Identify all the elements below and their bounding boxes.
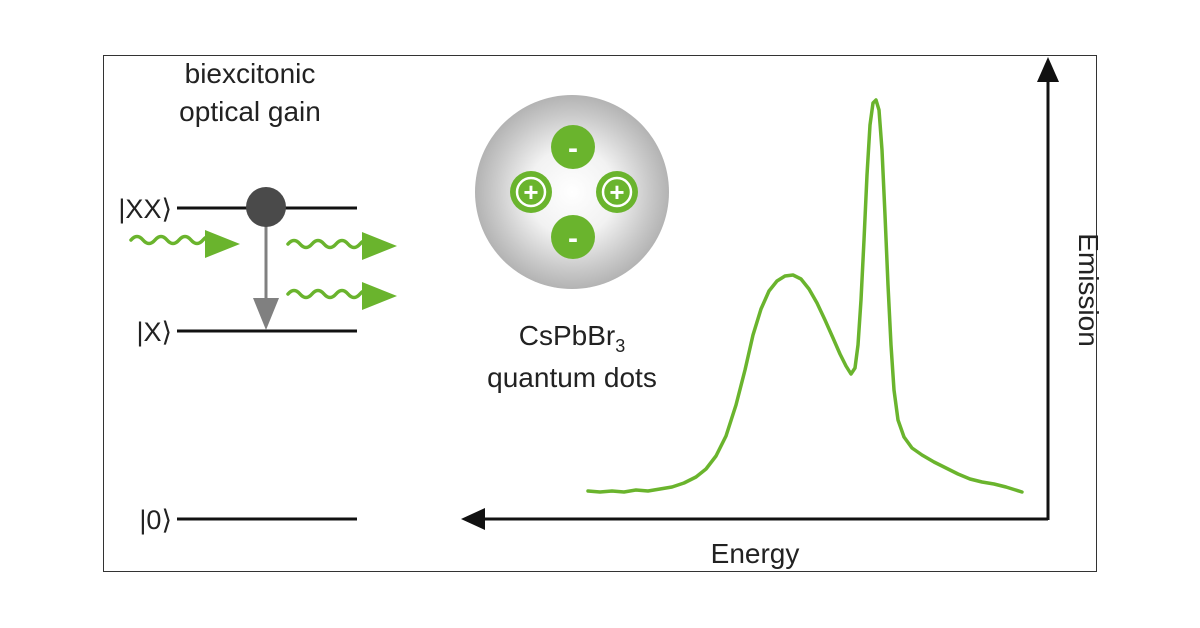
y-axis-arrowhead-icon xyxy=(1037,57,1059,82)
title-line-1: biexcitonic xyxy=(185,58,316,89)
charge-left-icon: + xyxy=(510,171,552,213)
level-xx-label: |XX⟩ xyxy=(118,194,172,224)
svg-text:-: - xyxy=(568,132,578,165)
level-x-label: |X⟩ xyxy=(136,317,172,347)
svg-text:+: + xyxy=(523,177,538,207)
incoming-photon-icon xyxy=(129,230,240,258)
dot-label-formula: CsPbBr xyxy=(519,320,615,351)
emitted-photon-1-icon xyxy=(286,232,397,260)
emitted-photon-2-icon xyxy=(286,282,397,310)
title-line-2: optical gain xyxy=(179,96,321,127)
level-zero-label: |0⟩ xyxy=(139,505,172,535)
transition-arrow-icon xyxy=(253,225,279,330)
y-axis xyxy=(1037,57,1059,520)
x-axis-label: Energy xyxy=(711,538,800,569)
charge-bottom-icon: - xyxy=(551,215,595,259)
dot-label-line-2: quantum dots xyxy=(487,362,657,393)
svg-text:-: - xyxy=(568,222,578,255)
charge-right-icon: + xyxy=(596,171,638,213)
quantum-dot-icon xyxy=(475,95,669,289)
y-axis-label: Emission xyxy=(1073,233,1104,347)
charge-top-icon: - xyxy=(551,125,595,169)
dot-label-line-1: CsPbBr3 xyxy=(519,320,625,356)
carrier-dot-icon xyxy=(246,187,286,227)
x-axis xyxy=(461,508,1048,530)
figure-frame xyxy=(103,55,1097,572)
dot-label-subscript: 3 xyxy=(615,336,625,356)
svg-text:+: + xyxy=(609,177,624,207)
x-axis-arrowhead-icon xyxy=(461,508,485,530)
emission-spectrum-line xyxy=(586,98,1024,494)
